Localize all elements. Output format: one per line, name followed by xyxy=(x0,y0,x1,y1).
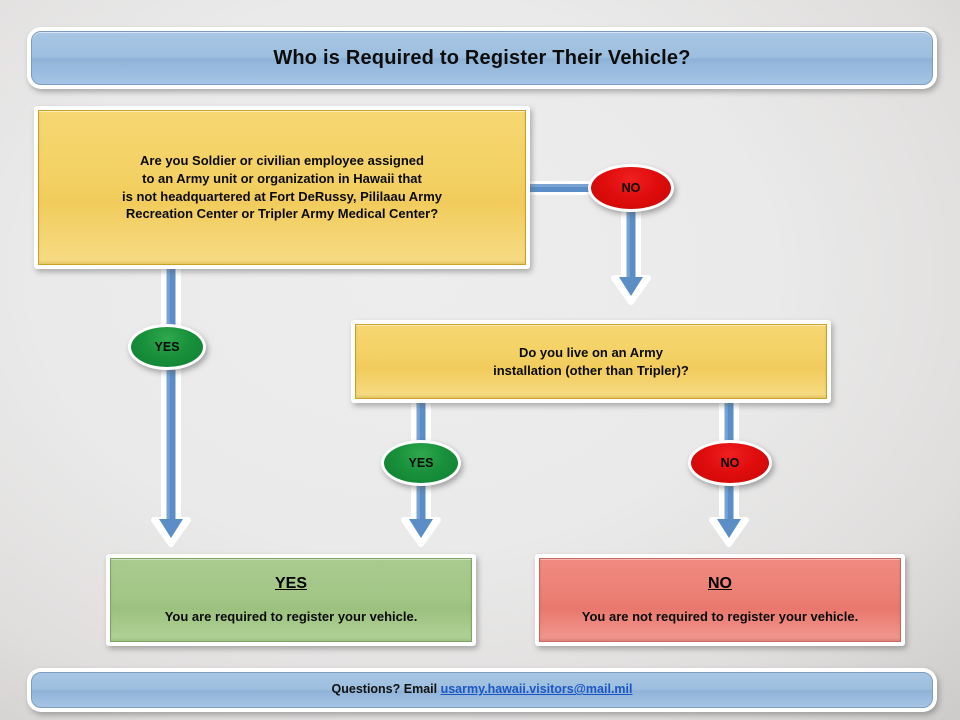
result-box-no[interactable]: NO You are not required to register your… xyxy=(535,554,905,646)
branch-label-q1-yes-text: YES xyxy=(154,339,180,354)
result-box-yes-inner: YES You are required to register your ve… xyxy=(110,558,472,642)
result-box-yes[interactable]: YES You are required to register your ve… xyxy=(106,554,476,646)
connector-no-to-q2 xyxy=(608,195,654,310)
result-no-body: You are not required to register your ve… xyxy=(581,609,859,625)
branch-label-q2-no-text: NO xyxy=(720,455,740,470)
connector-q1-to-no xyxy=(524,176,610,200)
footer-contact-line: Questions? Email usarmy.hawaii.visitors@… xyxy=(331,682,633,697)
decision-box-assignment[interactable]: Are you Soldier or civilian employee ass… xyxy=(34,106,530,269)
decision-box-residence[interactable]: Do you live on an Army installation (oth… xyxy=(351,320,831,403)
branch-label-q1-no-text: NO xyxy=(621,180,641,195)
title-banner: Who is Required to Register Their Vehicl… xyxy=(27,27,937,89)
branch-label-q2-no: NO xyxy=(688,440,772,486)
footer-banner-inner: Questions? Email usarmy.hawaii.visitors@… xyxy=(31,672,933,708)
decision-assignment-text: Are you Soldier or civilian employee ass… xyxy=(121,153,443,222)
branch-label-q2-yes-text: YES xyxy=(408,455,434,470)
decision-box-assignment-inner: Are you Soldier or civilian employee ass… xyxy=(38,110,526,265)
branch-label-q2-yes: YES xyxy=(381,440,461,486)
page-title: Who is Required to Register Their Vehicl… xyxy=(273,47,691,69)
result-yes-heading: YES xyxy=(274,575,307,593)
footer-prefix-text: Questions? Email xyxy=(331,682,441,697)
result-box-no-inner: NO You are not required to register your… xyxy=(539,558,901,642)
branch-label-q1-yes: YES xyxy=(128,324,206,370)
result-no-heading: NO xyxy=(708,575,732,593)
decision-residence-text: Do you live on an Army installation (oth… xyxy=(493,344,689,378)
connector-q1-yes-to-result-yes xyxy=(148,263,194,552)
footer-banner: Questions? Email usarmy.hawaii.visitors@… xyxy=(27,668,937,712)
contact-email-link[interactable]: usarmy.hawaii.visitors@mail.mil xyxy=(440,682,633,697)
title-banner-inner: Who is Required to Register Their Vehicl… xyxy=(31,31,933,85)
result-yes-body: You are required to register your vehicl… xyxy=(164,609,418,625)
branch-label-q1-no: NO xyxy=(588,164,674,212)
decision-box-residence-inner: Do you live on an Army installation (oth… xyxy=(355,324,827,399)
